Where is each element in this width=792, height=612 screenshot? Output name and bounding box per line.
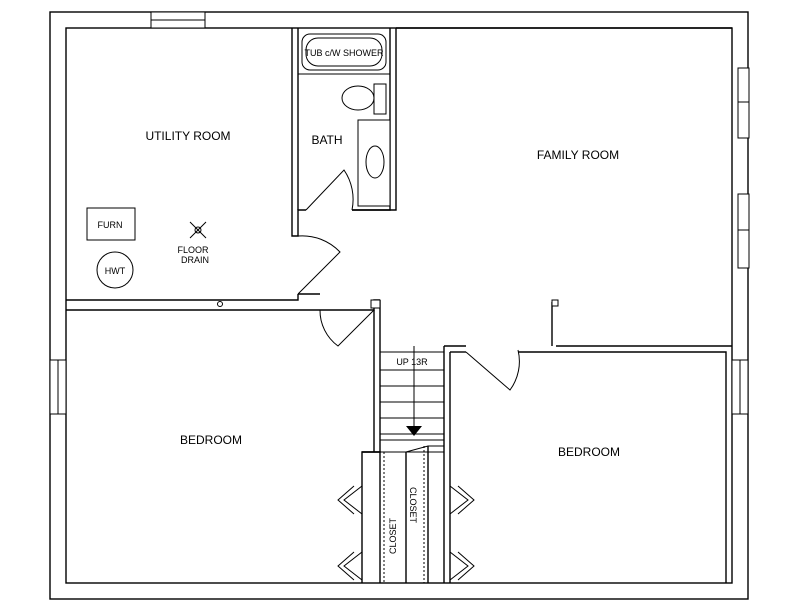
utility-room-label: UTILITY ROOM [145, 129, 230, 143]
bath-label: BATH [311, 133, 342, 147]
doors [297, 169, 520, 391]
bedroom-right-label: BEDROOM [558, 445, 620, 459]
bath-walls [297, 28, 397, 211]
closet-left-label: CLOSET [388, 517, 398, 554]
bedroom-left-label: BEDROOM [180, 433, 242, 447]
windows [49, 11, 750, 415]
bath-fixtures [301, 33, 391, 207]
closet-right-label: CLOSET [408, 487, 418, 524]
family-room-label: FAMILY ROOM [537, 148, 619, 162]
utility-fixtures [86, 207, 207, 289]
water-heater-label: HWT [105, 266, 126, 276]
floor-drain-label-2: DRAIN [181, 255, 209, 265]
stairs-label: UP 13R [396, 357, 428, 367]
furnace-label: FURN [98, 220, 123, 230]
stairs [379, 346, 445, 453]
tub-label: TUB c/W SHOWER [305, 48, 384, 58]
exterior-walls [49, 11, 749, 600]
closets [337, 445, 475, 583]
floor-drain-label-1: FLOOR [177, 245, 209, 255]
